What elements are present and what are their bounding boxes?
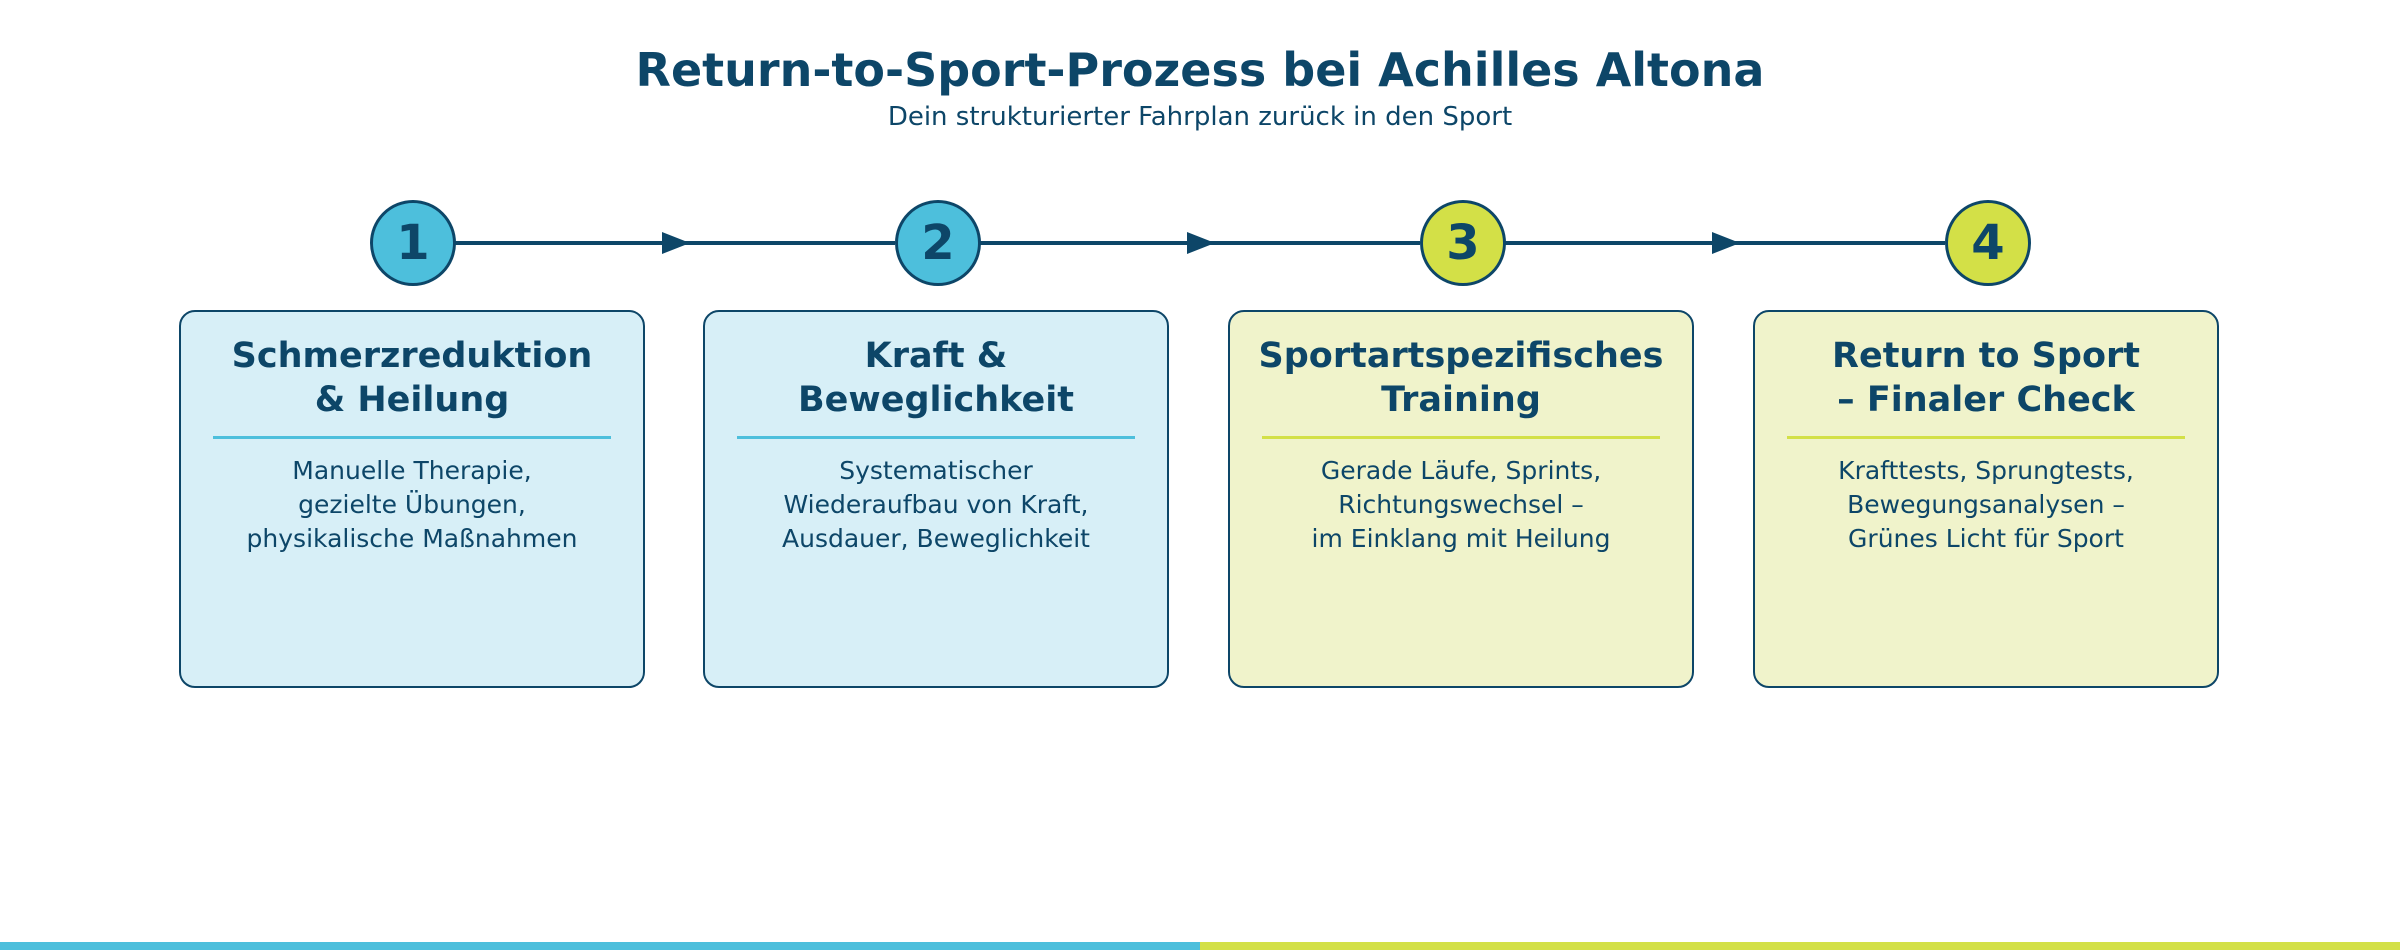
step-card-1: Schmerzreduktion & Heilung Manuelle Ther… (179, 310, 645, 688)
bottom-accent-bar-blue (0, 942, 1200, 950)
step-description: Manuelle Therapie, gezielte Übungen, phy… (246, 456, 578, 553)
page-subtitle: Dein strukturierter Fahrplan zurück in d… (887, 102, 1513, 132)
step-number: 4 (1971, 215, 2005, 271)
arrow-right-icon (1187, 232, 1215, 254)
step-card-2: Kraft & Beweglichkeit Systematischer Wie… (703, 310, 1169, 688)
step-divider (213, 436, 611, 439)
step-description: Systematischer Wiederaufbau von Kraft, A… (782, 456, 1090, 553)
step-number-badge-4: 4 (1945, 200, 2031, 286)
step-number: 1 (396, 215, 430, 271)
step-card-3: Sportartspezifisches Training Gerade Läu… (1228, 310, 1694, 688)
arrow-right-icon (662, 232, 690, 254)
step-divider (1787, 436, 2185, 439)
step-card-4: Return to Sport – Finaler Check Krafttes… (1753, 310, 2219, 688)
arrow-right-icon (1712, 232, 1740, 254)
page-title: Return-to-Sport-Prozess bei Achilles Alt… (635, 43, 1765, 97)
step-number: 3 (1446, 215, 1480, 271)
step-number-badge-2: 2 (895, 200, 981, 286)
step-title: Kraft & Beweglichkeit (797, 336, 1074, 420)
step-number-badge-1: 1 (370, 200, 456, 286)
step-title: Return to Sport – Finaler Check (1832, 336, 2140, 420)
step-description: Gerade Läufe, Sprints, Richtungswechsel … (1311, 456, 1611, 553)
step-divider (1262, 436, 1660, 439)
bottom-accent-bar-lime (1200, 942, 2400, 950)
step-title: Schmerzreduktion & Heilung (231, 336, 593, 420)
step-divider (737, 436, 1135, 439)
step-description: Krafttests, Sprungtests, Bewegungsanalys… (1838, 456, 2134, 553)
step-number: 2 (921, 215, 955, 271)
step-number-badge-3: 3 (1420, 200, 1506, 286)
step-title: Sportartspezifisches Training (1258, 336, 1664, 420)
